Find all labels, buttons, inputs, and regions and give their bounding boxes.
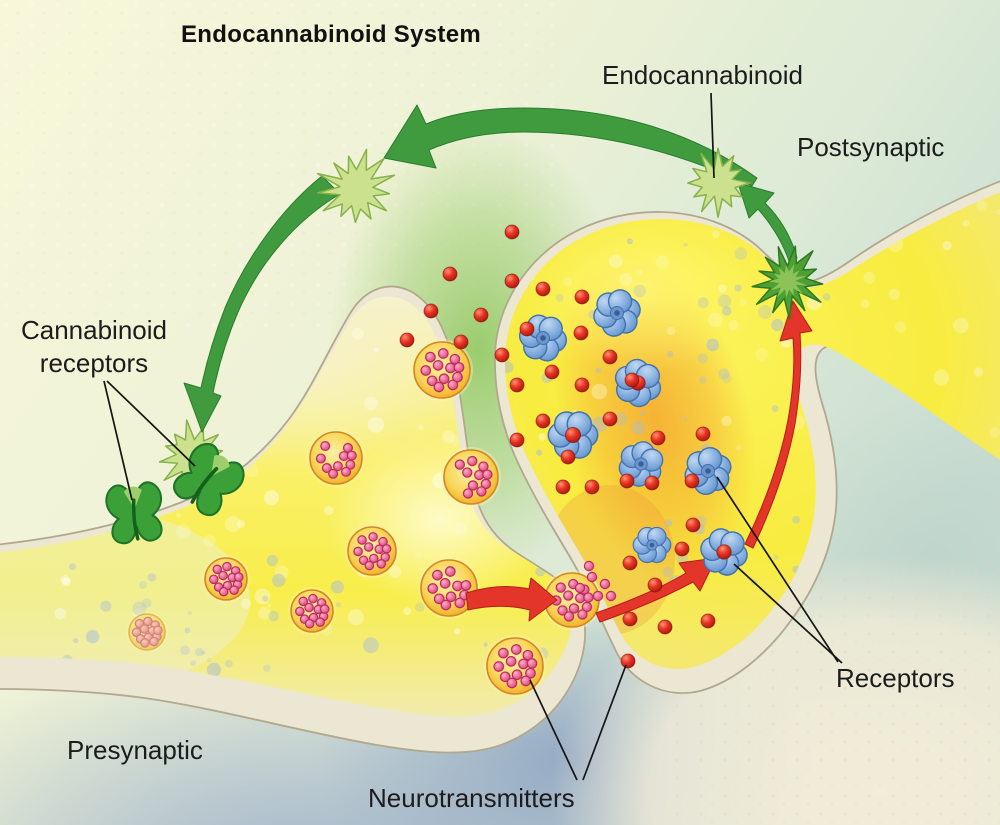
neurotransmitter-dot <box>574 289 590 305</box>
receptor <box>593 289 641 337</box>
neurotransmitter-dot <box>423 303 439 319</box>
label-endocannabinoid: Endocannabinoid <box>602 60 803 90</box>
retrograde-signal-arrow <box>744 300 813 549</box>
cannabinoid-receptor-left <box>105 481 163 545</box>
pointer-line-layer <box>103 92 843 781</box>
neurotransmitter-dot <box>674 541 690 557</box>
neurotransmitter-pointer-a <box>529 679 578 781</box>
neurotransmitter-dot <box>509 377 525 393</box>
neurotransmitter-dot <box>650 430 666 446</box>
receptor <box>547 411 599 459</box>
neurotransmitter-dot <box>494 347 510 363</box>
neurotransmitter-dot <box>619 473 635 489</box>
neurotransmitter-dot <box>620 653 636 669</box>
vesicle-layer <box>126 339 617 697</box>
neurotransmitter-dot <box>602 349 618 365</box>
receptor <box>684 446 732 496</box>
endocannabinoid-layer <box>316 147 824 320</box>
label-neurotransmitters: Neurotransmitters <box>368 783 575 813</box>
neurotransmitter-dot <box>535 281 551 297</box>
neurotransmitter-dot <box>573 325 589 341</box>
endocannabinoid-particle-arc <box>316 148 396 224</box>
endocannabinoid-particle-membrane <box>751 245 824 320</box>
neurotransmitter-dot <box>504 224 520 240</box>
neurotransmitter-dot <box>622 555 638 571</box>
page-title: Endocannabinoid System <box>181 21 481 48</box>
neurotransmitter-dot <box>657 619 673 635</box>
neurotransmitter-dot <box>399 332 415 348</box>
neurotransmitter-dot <box>544 364 560 380</box>
synaptic-vesicle <box>441 447 501 507</box>
cannabinoid-pointer-a <box>103 380 133 501</box>
neurotransmitter-dot <box>535 413 551 429</box>
neurotransmitter-dot <box>509 432 525 448</box>
neurotransmitter-dot <box>700 613 716 629</box>
synaptic-vesicle <box>418 557 480 619</box>
neurotransmitter-pointer-b <box>582 664 627 781</box>
retrograde-arrow-layer <box>744 300 813 549</box>
synaptic-vesicle <box>484 635 546 697</box>
neurotransmitter-dot <box>453 334 469 350</box>
synaptic-vesicle <box>202 555 250 603</box>
neurotransmitter-dot <box>622 611 638 627</box>
endocannabinoid-pointer <box>710 92 715 179</box>
endocannabinoid-binding-arrow <box>183 175 341 433</box>
synaptic-vesicle <box>345 524 399 578</box>
neurotransmitter-dot <box>519 321 535 337</box>
neurotransmitter-dot <box>504 273 520 289</box>
neurotransmitter-dot <box>602 411 618 427</box>
neurotransmitter-dot <box>624 372 640 388</box>
blue-receptor-layer <box>518 289 748 576</box>
receptors-pointer-a <box>716 476 839 663</box>
neurotransmitter-dot <box>695 426 711 442</box>
receptors-pointer-b <box>733 563 843 664</box>
neurotransmitter-dot <box>584 479 600 495</box>
vesicle-transport-arrow <box>465 577 558 622</box>
neurotransmitter-dot <box>473 307 489 323</box>
label-postsynaptic: Postsynaptic <box>797 132 945 162</box>
endocannabinoid-particle-labeled <box>687 147 751 218</box>
synaptic-vesicle <box>411 339 473 401</box>
synaptic-vesicle <box>288 587 336 635</box>
receptor <box>632 526 672 564</box>
receptor <box>700 528 748 576</box>
fusing-vesicle <box>542 560 617 630</box>
neurotransmitter-dot <box>644 475 660 491</box>
cannabinoid-pointer-b <box>106 380 196 467</box>
neurotransmitter-dot <box>442 266 458 282</box>
label-cannabinoid-receptors: Cannabinoid receptors <box>20 315 167 378</box>
label-presynaptic: Presynaptic <box>67 735 203 765</box>
neurotransmitter-dot <box>685 517 701 533</box>
receptor <box>618 441 664 487</box>
neurotransmitter-dot <box>647 577 663 593</box>
neurotransmitter-dot <box>574 377 590 393</box>
synaptic-vesicle <box>307 429 365 487</box>
neurotransmitter-dot <box>555 479 571 495</box>
cannabinoid-receptor-layer <box>105 419 245 545</box>
synaptic-vesicle <box>126 611 168 653</box>
label-receptors: Receptors <box>836 663 955 693</box>
neurotransmitter-dot <box>684 473 700 489</box>
neurotransmitter-dot <box>560 449 576 465</box>
neurotransmitter-dot-layer <box>399 224 716 669</box>
